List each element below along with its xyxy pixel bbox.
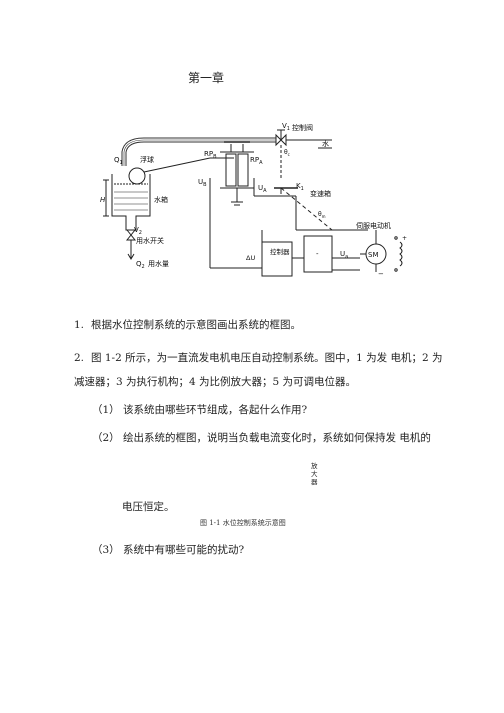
tank-label: 水箱 — [154, 195, 168, 204]
q1-label: Q1 — [114, 156, 123, 166]
question-2-line1: 2.图 1-2 所示，为一直流发电机电压自动控制系统。图中，1 为发 电机；2 … — [74, 352, 443, 364]
water-switch-label: 用水开关 — [136, 236, 164, 245]
figure-caption: 图 1-1 水位控制系统示意图 — [200, 519, 286, 527]
water-label: 水 — [322, 139, 329, 148]
sm-label: SM — [368, 251, 378, 259]
rpa-label: RPA — [250, 156, 263, 166]
question-2-line2: 减速器；3 为执行机构；4 为比例放大器；5 为可调电位器。 — [74, 376, 357, 388]
controller-label: 控制器 — [270, 247, 290, 256]
theta-c-label: θc — [284, 149, 290, 157]
v2-label: V2 — [134, 226, 142, 236]
stray-chars: 放 大 器 — [311, 462, 318, 486]
sub-question-2-continued: 电压恒定。 — [122, 501, 175, 513]
plus-label: + — [402, 235, 407, 242]
ua2-label: Ua — [340, 250, 348, 260]
delta-u-label: ΔU — [246, 254, 255, 262]
rpb-label: RPB — [204, 150, 217, 160]
water-usage-label: 用水量 — [148, 259, 169, 268]
chapter-title: 第一章 — [188, 71, 225, 85]
sub-question-3: （3） 系统中有哪些可能的扰动? — [92, 544, 245, 556]
sub-question-2: （2） 绘出系统的框图，说明当负载电流变化时，系统如何保持发 电机的 — [92, 432, 431, 444]
water-level-control-diagram: V1 控制阀 水 θc Q1 浮球 H 水箱 V2 用水开关 Q2 用水量 RP… — [100, 122, 407, 278]
question-1: 1.根据水位控制系统的示意图画出系统的框图。 — [74, 319, 301, 331]
theta-m-label: θm — [318, 211, 326, 219]
control-valve-label: 控制阀 — [292, 123, 313, 132]
amplifier-dash: - — [316, 250, 319, 258]
v1-label: V1 — [282, 122, 290, 132]
gearbox-label: 变速箱 — [310, 189, 331, 198]
servo-motor-label: 伺服电动机 — [356, 221, 391, 230]
ua-label: UA — [258, 184, 267, 194]
h-label: H — [100, 196, 106, 204]
minus-label: − — [378, 270, 384, 278]
q2-label: Q2 — [136, 260, 145, 270]
ub-label: UB — [198, 178, 207, 188]
k1-label: K1 — [296, 182, 304, 192]
float-label: 浮球 — [140, 155, 154, 164]
sub-question-1: （1） 该系统由哪些环节组成，各起什么作用? — [92, 404, 308, 416]
